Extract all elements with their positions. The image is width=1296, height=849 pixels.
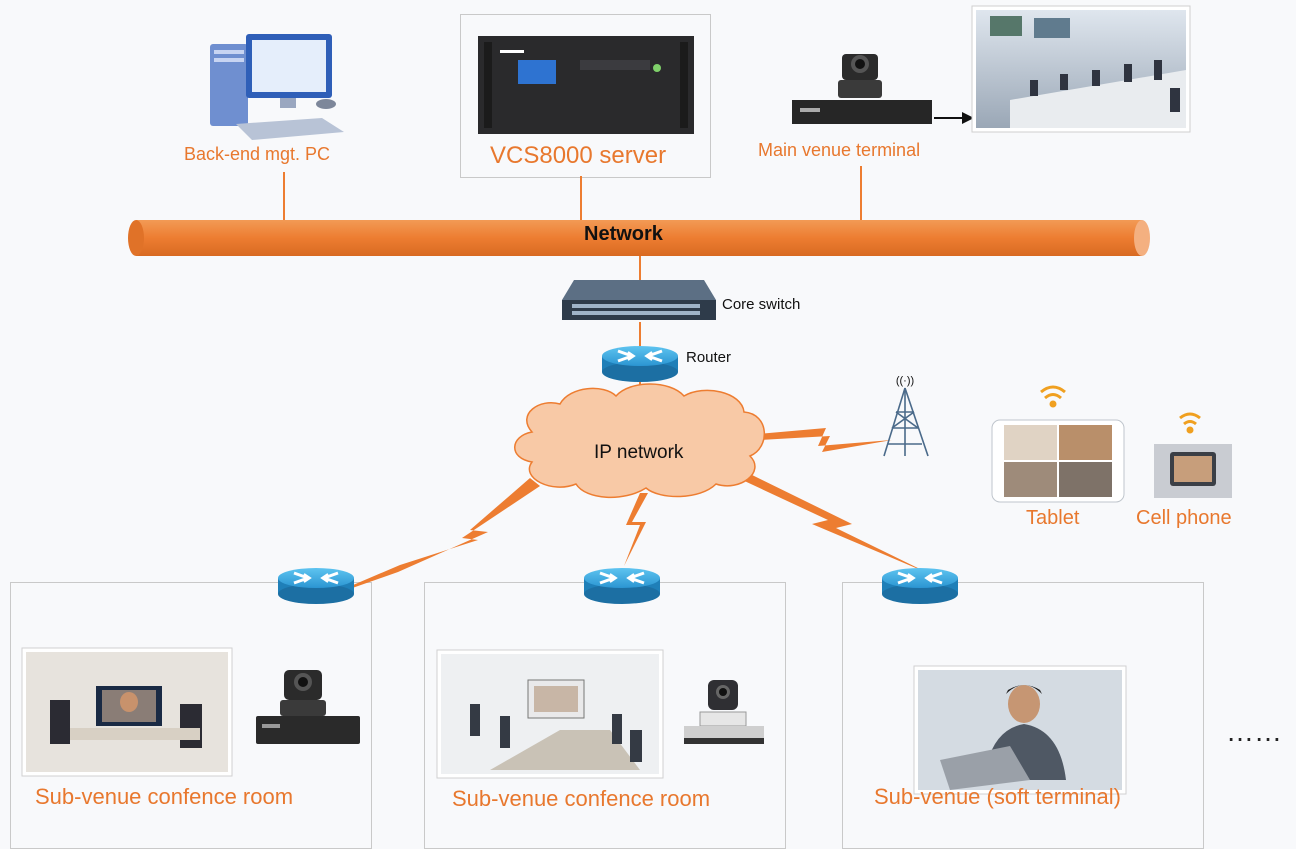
- antenna-tower-icon: [883, 387, 929, 457]
- server-label: VCS8000 server: [490, 142, 667, 169]
- cell-phone-label: Cell phone: [1136, 507, 1232, 529]
- sub-venue-1-terminal-icon: [256, 670, 360, 744]
- cell-phone-image: [1154, 444, 1232, 498]
- wan-link-tower: [758, 428, 892, 452]
- network-bus: [128, 220, 1150, 256]
- pc-label: Back-end mgt. PC: [184, 144, 331, 164]
- sub-router-icon-2: [582, 566, 662, 606]
- core-switch-label: Core switch: [722, 296, 801, 313]
- sub-router-icon-1: [276, 566, 356, 606]
- core-switch-icon: [562, 280, 716, 320]
- sub-venue-1-room-image: [21, 647, 233, 777]
- pc-icon: [210, 34, 344, 140]
- sub-venue-label-3: Sub-venue (soft terminal): [874, 784, 1121, 809]
- wan-link-1: [318, 478, 540, 600]
- phone-wifi-icon: [1179, 412, 1201, 434]
- vcs8000-server-icon: [478, 36, 694, 134]
- tablet-wifi-icon: [1040, 385, 1066, 408]
- sub-router-icon-3: [880, 566, 960, 606]
- sub-venue-2-terminal-icon: [684, 680, 764, 744]
- main-conference-room-image: [971, 5, 1191, 133]
- router-label: Router: [686, 349, 732, 366]
- radio-waves-icon: ((·)): [896, 375, 914, 387]
- wan-links: [318, 428, 930, 600]
- more-venues-ellipsis: ……: [1226, 716, 1282, 747]
- wan-link-3: [738, 472, 930, 574]
- core-router-icon: [600, 344, 680, 384]
- ip-cloud: [514, 383, 765, 498]
- ip-network-label: IP network: [594, 442, 684, 463]
- sub-venue-label-1: Sub-venue confence room: [35, 784, 294, 809]
- tablet-image: [991, 419, 1125, 503]
- main-venue-label: Main venue terminal: [758, 140, 921, 160]
- main-venue-terminal-icon: [792, 54, 932, 124]
- wan-link-2: [624, 493, 648, 566]
- network-bus-label: Network: [584, 223, 663, 245]
- sub-venue-2-room-image: [436, 649, 664, 779]
- sub-venue-3-room-image: [913, 665, 1127, 795]
- tablet-label: Tablet: [1026, 507, 1080, 529]
- sub-venue-label-2: Sub-venue confence room: [452, 786, 711, 811]
